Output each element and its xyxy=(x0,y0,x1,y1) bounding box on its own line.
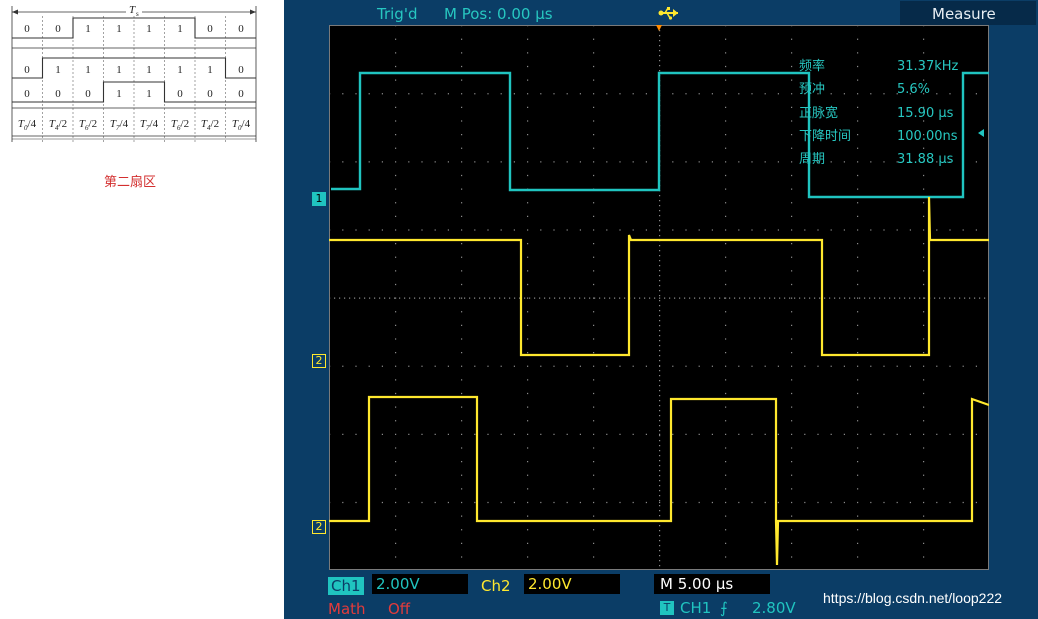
measure-menu-label[interactable]: Measure xyxy=(932,5,996,23)
measure-value-pos-width: 15.90 µs xyxy=(897,106,954,121)
timebase: M 5.00 µs xyxy=(660,575,734,593)
period-subscript: s xyxy=(136,10,139,18)
ch2-trace-upper xyxy=(329,196,989,357)
math-label[interactable]: Math xyxy=(328,600,366,618)
row3-cell: 0 xyxy=(207,88,213,100)
measure-label-pos-width: 正脉宽 xyxy=(799,105,838,121)
measure-value-fall-time: 100.00ns xyxy=(897,129,958,144)
trigger-slope-icon: ⨍ xyxy=(720,599,728,617)
row3-cell: 0 xyxy=(24,88,30,100)
interval-label: T0/4 xyxy=(18,118,37,132)
row2-cell: 0 xyxy=(24,64,30,76)
ch2-ground-marker[interactable]: 2 xyxy=(312,354,326,368)
ch1-scale-box xyxy=(372,574,468,594)
waveform-graticule: 频率 31.37kHz 预冲 5.6% 正脉宽 15.90 µs 下降时间 10… xyxy=(329,25,991,572)
trigger-level: 2.80V xyxy=(752,599,796,617)
math-value: Off xyxy=(388,600,411,618)
interval-label: T6/2 xyxy=(171,118,189,132)
row2-cell: 1 xyxy=(85,64,91,76)
measure-value-overshoot: 5.6% xyxy=(897,82,930,97)
switching-sequence-diagram: T s 0 0 1 1 1 1 0 0 0 1 1 1 1 1 1 0 xyxy=(11,4,257,142)
trigger-status: Trig'd xyxy=(377,5,418,23)
ch1-label[interactable]: Ch1 xyxy=(328,577,364,595)
interval-label: T7/4 xyxy=(110,118,129,132)
timebase-box xyxy=(654,574,770,594)
row3-cell: 0 xyxy=(85,88,91,100)
trigger-source: CH1 xyxy=(680,599,712,617)
row2-cell: 1 xyxy=(116,64,122,76)
interval-label: T7/4 xyxy=(140,118,159,132)
row2-cell: 1 xyxy=(55,64,61,76)
watermark-url: https://blog.csdn.net/loop222 xyxy=(823,590,1003,606)
row1-cell: 1 xyxy=(85,23,91,35)
ch2-scale: 2.00V xyxy=(528,575,572,593)
waveform-plot: 频率 31.37kHz 预冲 5.6% 正脉宽 15.90 µs 下降时间 10… xyxy=(329,25,991,572)
measure-label-fall-time: 下降时间 xyxy=(799,129,851,144)
row1-cell: 0 xyxy=(24,23,30,35)
row3-cell: 1 xyxy=(146,88,152,100)
measure-menu-tab[interactable] xyxy=(900,1,1036,25)
usb-icon xyxy=(658,7,678,20)
ch2-ground-marker-lower[interactable]: 2 xyxy=(312,520,326,534)
trigger-marker: T xyxy=(660,601,674,615)
row2-cell: 1 xyxy=(207,64,213,76)
row3-cell: 0 xyxy=(238,88,244,100)
row3-cell: 0 xyxy=(55,88,61,100)
measure-value-period: 31.88 µs xyxy=(897,152,954,167)
interval-label: T6/2 xyxy=(79,118,97,132)
graticule-dots xyxy=(329,25,991,572)
sector-caption: 第二扇区 xyxy=(104,175,157,190)
measure-label-frequency: 频率 xyxy=(799,58,825,74)
row1-cell: 0 xyxy=(207,23,213,35)
row1-cell: 0 xyxy=(55,23,61,35)
period-label: T xyxy=(129,4,136,16)
row1-cell: 0 xyxy=(238,23,244,35)
row1-cell: 1 xyxy=(116,23,122,35)
interval-label: T0/4 xyxy=(232,118,251,132)
ch2-trace-lower xyxy=(329,395,990,566)
row3-cell: 1 xyxy=(116,88,122,100)
measure-value-frequency: 31.37kHz xyxy=(897,59,959,74)
measure-label-overshoot: 预冲 xyxy=(799,82,825,97)
row1-cell: 1 xyxy=(146,23,152,35)
interval-label: T4/2 xyxy=(201,118,219,132)
horizontal-position: M Pos: 0.00 µs xyxy=(444,5,553,23)
ch2-scale-box xyxy=(524,574,620,594)
ch1-ground-marker[interactable]: 1 xyxy=(312,192,326,206)
measure-label-period: 周期 xyxy=(799,152,825,167)
row2-cell: 0 xyxy=(238,64,244,76)
interval-label: T4/2 xyxy=(49,118,67,132)
ch1-scale: 2.00V xyxy=(376,575,420,593)
ch2-label[interactable]: Ch2 xyxy=(481,577,511,595)
row2-cell: 1 xyxy=(146,64,152,76)
ch1-trace xyxy=(331,71,989,199)
row1-cell: 1 xyxy=(177,23,183,35)
row2-cell: 1 xyxy=(177,64,183,76)
row3-cell: 0 xyxy=(177,88,183,100)
oscilloscope-screen: Trig'd M Pos: 0.00 µs Measure 频率 xyxy=(284,0,1038,619)
